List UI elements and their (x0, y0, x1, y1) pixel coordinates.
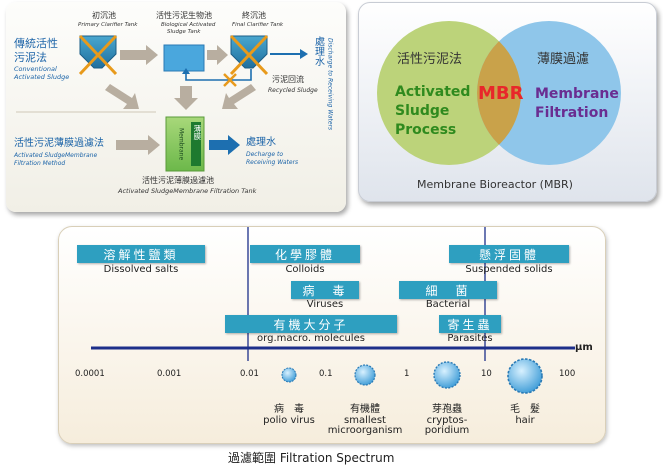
tick-0.01: 0.01 (240, 369, 259, 379)
conventional-cn2: 污泥法 (14, 51, 47, 64)
venn-right-en1: Membrane (535, 86, 619, 102)
primary-clarifier-tank (78, 34, 118, 76)
mbr-tank-cn: 活性污泥薄膜過濾池 (142, 176, 214, 185)
bio-tank-en1: Biological Activated (161, 22, 216, 28)
organism-virus-cn: 病 毒 (274, 404, 304, 415)
membrane-en: Membrane (177, 128, 185, 161)
organism-icons (281, 358, 543, 394)
label-bacterial: Bacterial (425, 299, 471, 310)
discharge-vertical-en: Discharge to Receiving Waters (326, 38, 334, 131)
organism-hair: 毛 髮 hair (495, 404, 555, 426)
mbr-method-en2: Filtration Method (14, 160, 66, 167)
venn-center-label: MBR (478, 83, 524, 104)
tick-1: 1 (404, 369, 410, 379)
bar-bacterial: 細 菌 (399, 281, 497, 299)
organism-microorganism: 有機體 smallest microorganism (327, 404, 403, 437)
microorganism-icon (354, 364, 376, 386)
unit-label: μm (575, 342, 593, 353)
treated-water2-en1: Decharge to (246, 151, 283, 158)
arrow-down (174, 86, 198, 110)
treated-water2-cn: 處理水 (246, 137, 276, 148)
venn-right-circle (477, 21, 621, 165)
tick-0.001: 0.001 (157, 369, 182, 379)
conventional-en1: Conventional (14, 65, 57, 73)
organism-micro-en2: microorganism (327, 425, 403, 436)
organism-hair-en1: hair (515, 414, 535, 426)
organism-crypto-en1: cryptos- (426, 414, 468, 426)
tick-0.0001: 0.0001 (75, 369, 105, 379)
filtration-spectrum-panel: 溶解性鹽類 Dissolved salts 化學膠體 Colloids 懸浮固體… (58, 226, 606, 444)
venn-right-cn: 薄膜過濾 (537, 52, 590, 67)
conventional-en2: Activated Sludge (14, 73, 70, 81)
arrow-1 (120, 45, 158, 65)
membrane-module (191, 122, 201, 166)
polio-virus-icon (281, 367, 297, 383)
organism-virus: 病 毒 polio virus (259, 404, 319, 426)
bio-tank (163, 44, 205, 72)
membrane-cn: 薄膜 (192, 125, 202, 140)
venn-left-en1: Activated (395, 84, 471, 100)
bar-macro-molecules: 有機大分子 (225, 315, 397, 333)
recycled-sludge-cn: 污泥回流 (272, 75, 304, 84)
primary-clarifier-en: Primary Clarifier Tank (78, 22, 138, 28)
process-diagram-panel: 初沉池 Primary Clarifier Tank 活性污泥生物池 Biolo… (6, 2, 346, 212)
arrow-diag-left (105, 84, 139, 109)
cryptosporidium-icon (433, 361, 461, 389)
venn-left-en2: Sludge (395, 103, 450, 119)
label-macro-molecules: org.macro. molecules (257, 333, 365, 344)
primary-clarifier-cn: 初沉池 (92, 11, 116, 20)
mbr-method-en1: Activated SludgeMembrane (14, 152, 98, 159)
recycled-sludge-en: Recycled Sludge (268, 87, 318, 94)
mbr-tank-en: Activated SludgeMembrane Filtration Tank (118, 187, 257, 195)
treated-water2-en2: Receiving Waters (246, 159, 299, 166)
mbr-venn-panel: 活性污泥法 Activated Sludge Process MBR 薄膜過濾 … (358, 2, 657, 202)
mbr-method-cn: 活性污泥薄膜過濾法 (14, 138, 104, 149)
arrow-2 (207, 45, 228, 65)
tick-100: 100 (559, 369, 576, 379)
organism-crypto-en2: poridium (424, 425, 470, 436)
organism-crypto-cn: 芽孢蟲 (432, 404, 462, 415)
spectrum-caption: 過濾範圍 Filtration Spectrum (228, 451, 395, 465)
tick-0.1: 0.1 (319, 369, 333, 379)
label-suspended-solids: Suspended solids (465, 264, 553, 275)
bar-viruses: 病 毒 (291, 281, 359, 299)
venn-caption: Membrane Bioreactor (MBR) (417, 178, 573, 191)
label-parasites: Parasites (447, 333, 493, 344)
conventional-cn1: 傳統活性 (14, 37, 58, 50)
label-dissolved-salts: Dissolved salts (103, 264, 179, 275)
label-colloids: Colloids (285, 264, 325, 275)
final-clarifier-tank (229, 34, 269, 76)
venn-left-circle (377, 21, 521, 165)
final-clarifier-en: Final Clarifier Tank (232, 22, 284, 28)
bar-parasites: 寄生蟲 (439, 315, 501, 333)
venn-right-en2: Filtration (535, 105, 609, 121)
bar-dissolved-salts: 溶解性鹽類 (77, 245, 205, 263)
venn-left-cn: 活性污泥法 (397, 52, 463, 67)
bar-colloids: 化學膠體 (250, 245, 360, 263)
process-flow-graphic (16, 34, 308, 172)
bar-suspended-solids: 懸浮固體 (449, 245, 569, 263)
label-viruses: Viruses (306, 299, 344, 310)
bio-tank-en2: Sludge Tank (167, 29, 201, 35)
organism-cryptosporidium: 芽孢蟲 cryptos- poridium (415, 404, 479, 437)
bio-tank-cn: 活性污泥生物池 (156, 11, 212, 20)
organism-hair-cn: 毛 髮 (510, 404, 540, 415)
organism-virus-en1: polio virus (263, 414, 315, 426)
organism-micro-cn: 有機體 (350, 404, 380, 415)
arrow-diag-right (222, 84, 256, 109)
tick-10: 10 (481, 369, 492, 379)
venn-diagram (377, 21, 621, 165)
hair-icon (507, 358, 543, 394)
treated-water-cn: 處理水 (312, 36, 324, 66)
venn-left-en3: Process (395, 122, 457, 138)
final-clarifier-cn: 終沉池 (242, 11, 266, 20)
organism-micro-en1: smallest (344, 414, 386, 426)
